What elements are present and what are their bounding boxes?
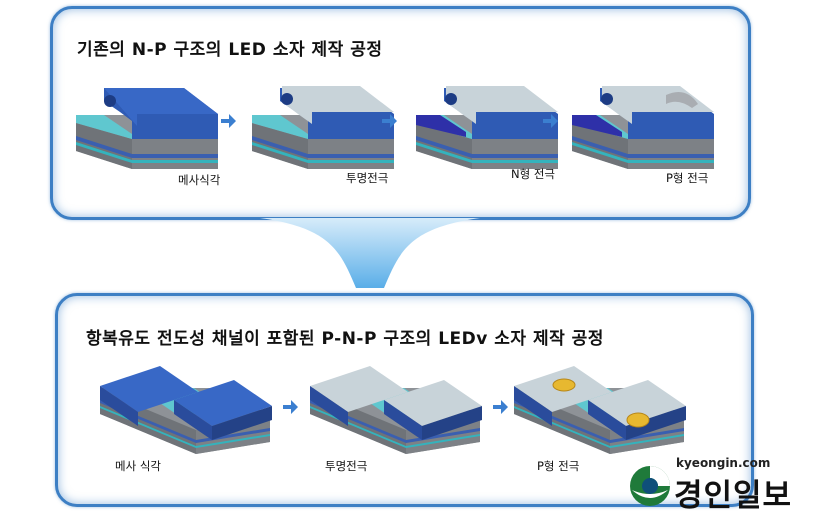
arrow-right-icon bbox=[283, 400, 298, 414]
arrow-right-icon bbox=[493, 400, 508, 414]
top-panel-title: 기존의 N-P 구조의 LED 소자 제작 공정 bbox=[77, 40, 383, 60]
bottom-step-1-label: 메사 식각 bbox=[115, 459, 161, 473]
bottom-step-3-label: P형 전극 bbox=[537, 459, 580, 473]
top-step-arrows bbox=[221, 114, 558, 128]
logo-name: 경인일보 bbox=[674, 478, 793, 514]
bottom-step-1-device bbox=[100, 366, 272, 454]
top-step-1-device bbox=[76, 88, 218, 169]
top-step-2-device bbox=[252, 86, 394, 169]
bottom-step-2-device bbox=[310, 366, 482, 454]
arrow-right-icon bbox=[382, 114, 397, 128]
arrow-right-icon bbox=[221, 114, 236, 128]
logo-url: kyeongin.com bbox=[676, 456, 771, 470]
bottom-step-arrows bbox=[283, 400, 508, 414]
transition-arrow bbox=[260, 218, 480, 288]
top-step-4-device bbox=[572, 86, 714, 169]
top-step-4-label: P형 전극 bbox=[666, 171, 709, 185]
top-step-3-device bbox=[416, 86, 558, 169]
arrow-right-icon bbox=[543, 114, 558, 128]
top-step-2-label: 투명전극 bbox=[346, 171, 389, 185]
logo-emblem-icon bbox=[630, 466, 670, 506]
bottom-step-2-label: 투명전극 bbox=[325, 459, 368, 473]
bottom-panel-title: 항복유도 전도성 채널이 포함된 P-N-P 구조의 LEDv 소자 제작 공정 bbox=[86, 329, 604, 349]
bottom-step-3-device bbox=[514, 366, 686, 454]
top-step-1-label: 메사식각 bbox=[178, 173, 221, 187]
kyeongin-logo: kyeongin.com 경인일보 bbox=[628, 456, 818, 514]
top-step-3-label: N형 전극 bbox=[511, 167, 555, 181]
